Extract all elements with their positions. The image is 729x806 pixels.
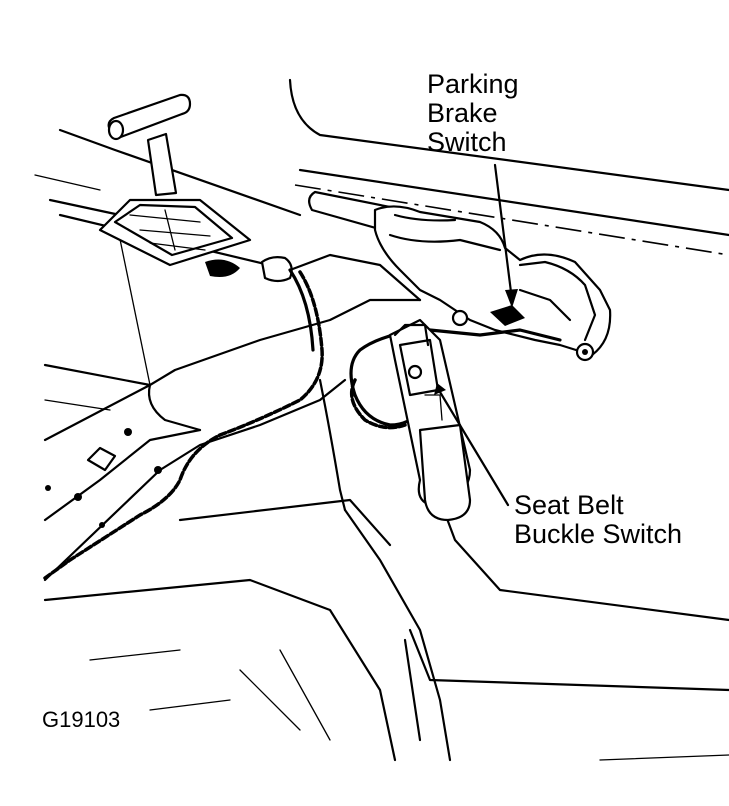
wiring-harness (43, 268, 562, 580)
parking-brake-switch-label: Parking Brake Switch (427, 69, 519, 157)
vehicle-floor-lines (34, 78, 729, 762)
floor-tunnel (43, 213, 422, 582)
parking-brake-lever (308, 190, 612, 362)
shift-lever (98, 93, 293, 283)
seat-belt-buckle (388, 318, 472, 522)
seat-belt-buckle-switch-label: Seat Belt Buckle Switch (514, 490, 683, 549)
callout-leaders (434, 163, 518, 507)
figure-code: G19103 (42, 707, 121, 732)
